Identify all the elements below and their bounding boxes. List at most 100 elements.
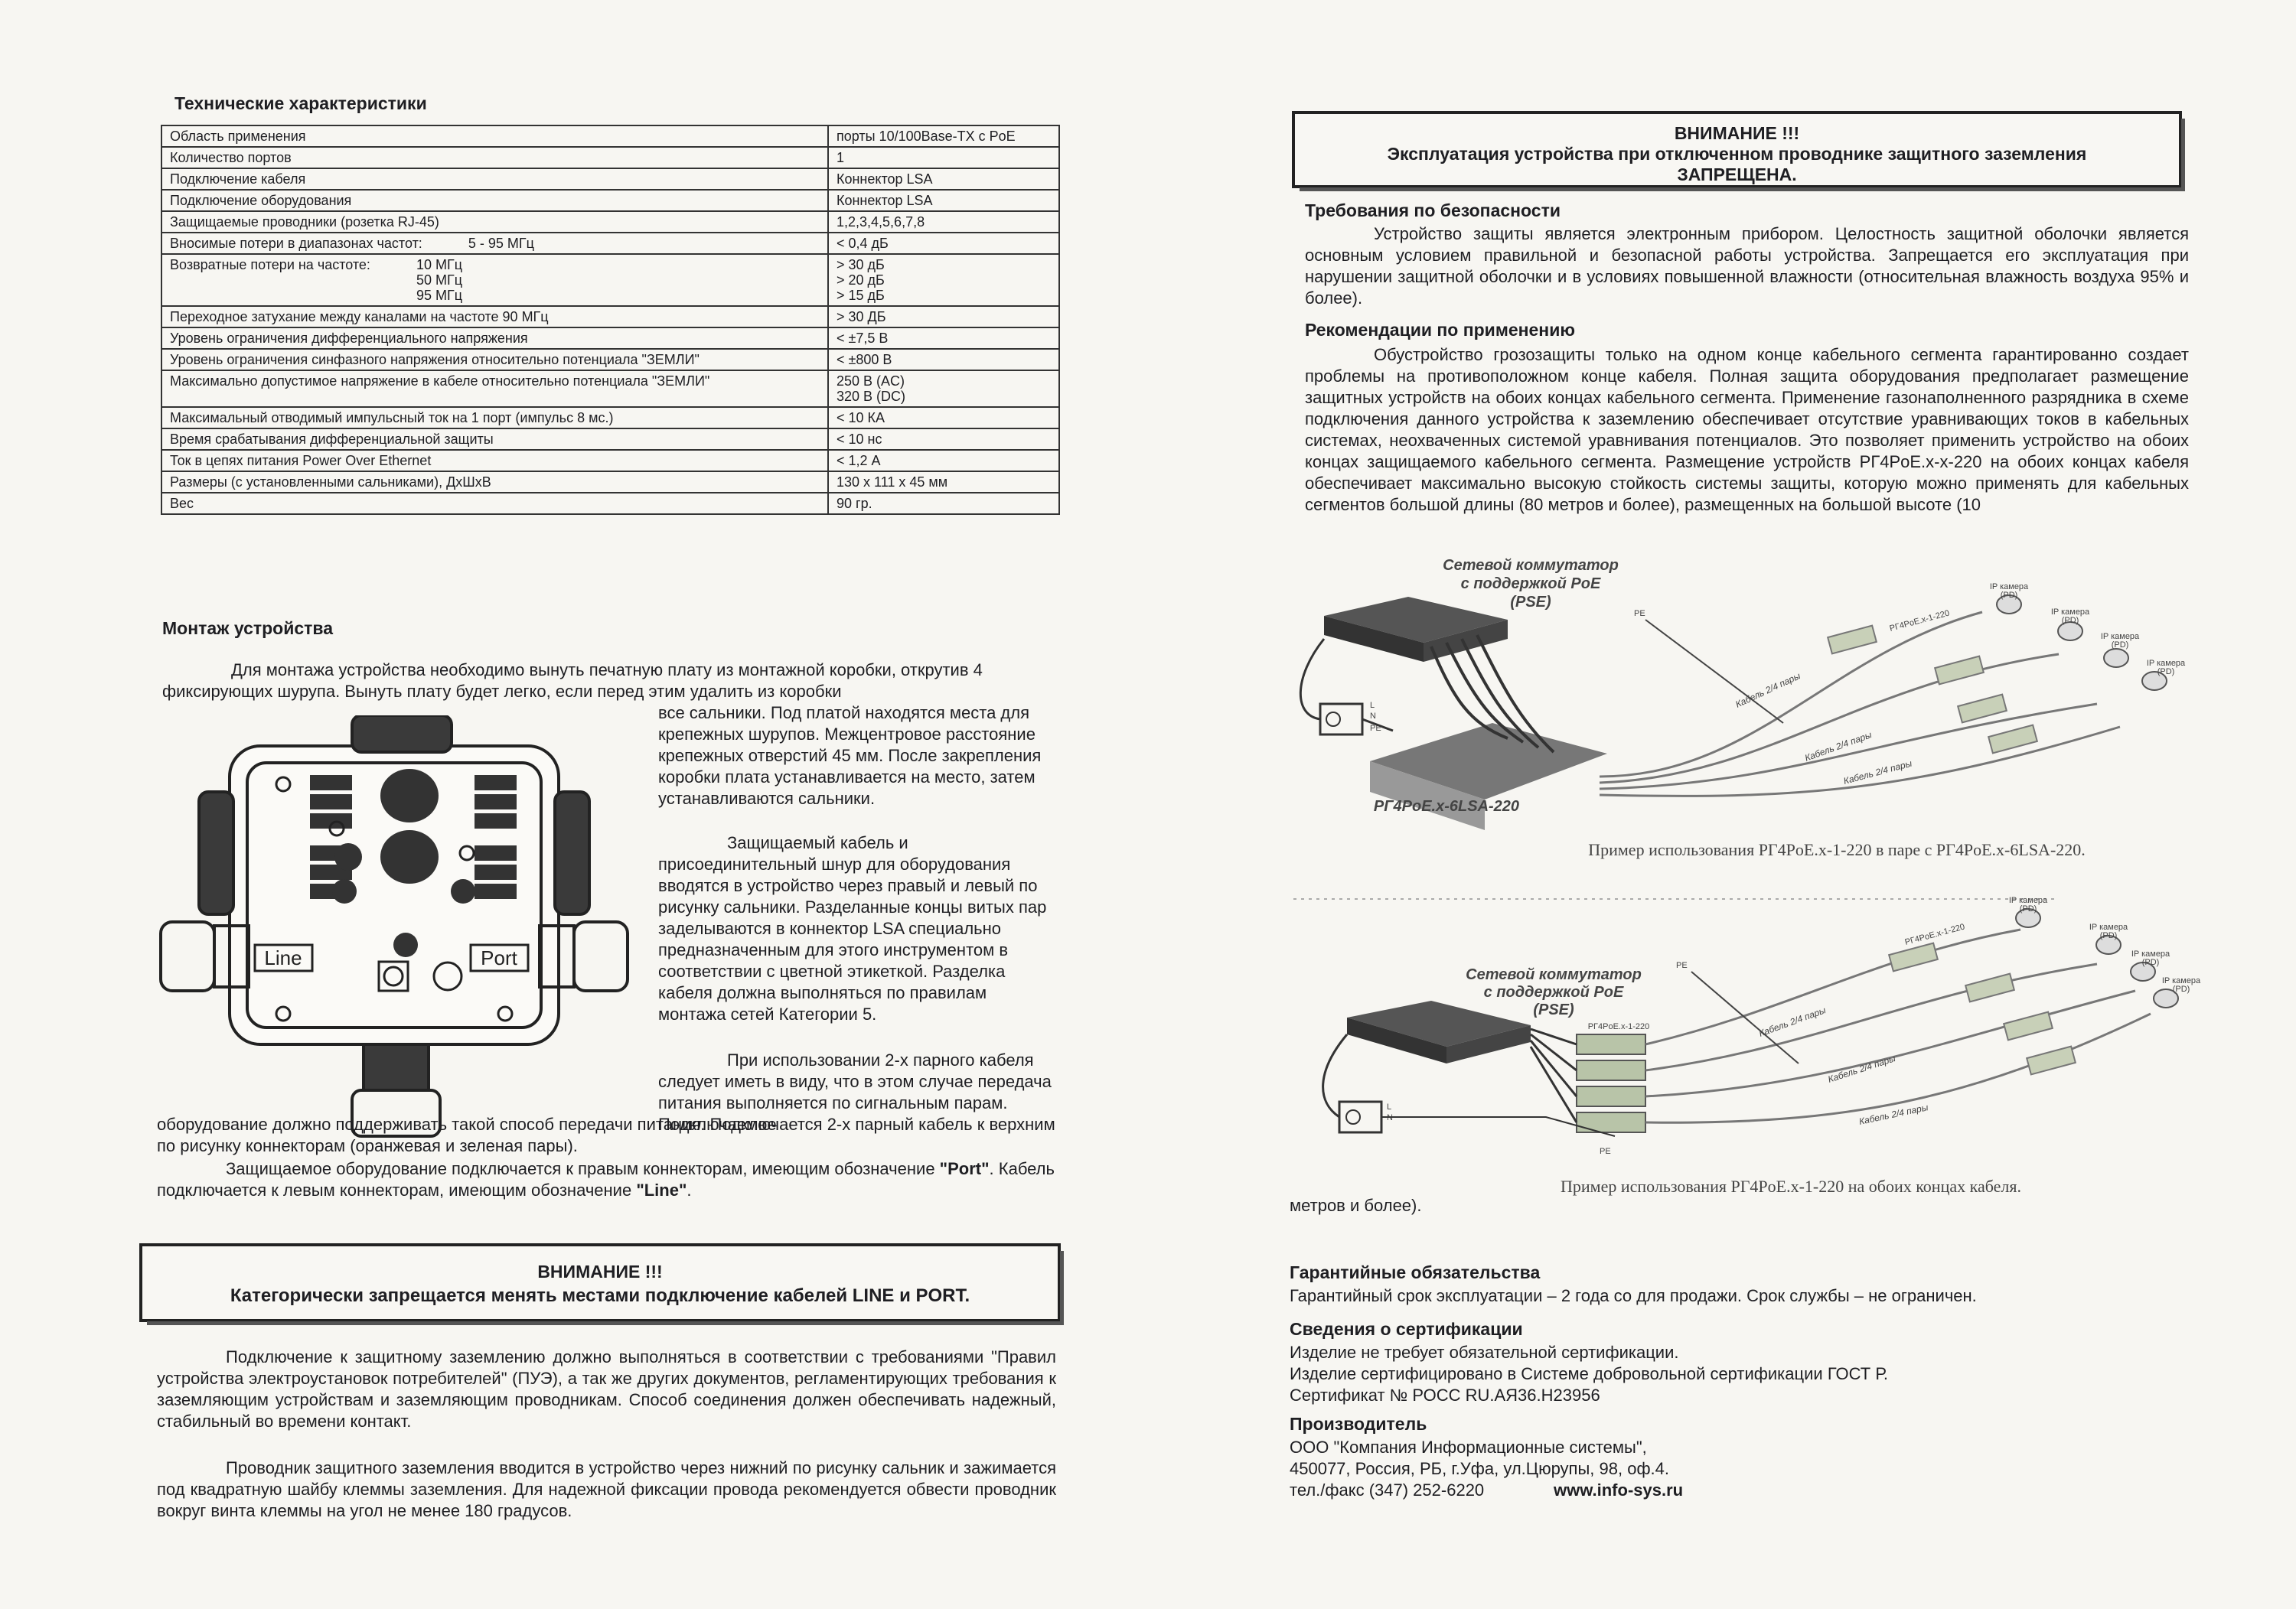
spec-row: Уровень ограничения дифференциального на… [161,327,1060,350]
d2-switch-label-3: (PSE) [1533,1002,1574,1018]
device-drawing: Line Port [159,715,629,1138]
warning-box-left: ВНИМАНИЕ !!! Категорически запрещается м… [139,1243,1064,1325]
svg-text:(PD): (PD) [2100,931,2118,940]
spec-value: порты 10/100Base-TX с PoE [827,125,1060,148]
svg-text:Кабель 2/4 пары: Кабель 2/4 пары [1858,1102,1929,1127]
svg-text:N: N [1370,712,1376,721]
spec-value: < ±7,5 В [827,327,1060,350]
mount-port-text: Защищаемое оборудование подключается к п… [157,1159,1055,1200]
spec-name: Ток в цепях питания Power Over Ethernet [161,449,829,472]
spec-value: < 1,2 А [827,449,1060,472]
diagram-2: Сетевой коммутатор с поддержкой PoE (PSE… [1293,896,2201,1196]
svg-text:(PD): (PD) [2020,904,2037,914]
diagram-1: Сетевой коммутатор с поддержкой PoE (PSE… [1299,557,2186,859]
svg-text:IP камера: IP камера [2131,949,2170,959]
spec-value: < 10 КА [827,406,1060,429]
svg-text:IP камера: IP камера [2101,632,2140,641]
manufacturer-line-2: 450077, Россия, РБ, г.Уфа, ул.Цюрупы, 98… [1290,1459,1669,1478]
d2-switch-label-2: с поддержкой PoE [1484,984,1624,1001]
spec-value: > 30 дБ > 20 дБ > 15 дБ [827,253,1060,307]
spec-frequency: 10 МГц 50 МГц 95 МГц [416,257,463,303]
spec-row: Размеры (с установленными сальниками), Д… [161,471,1060,493]
spec-name: Уровень ограничения синфазного напряжени… [161,348,829,371]
certification-title: Сведения о сертификации [1290,1319,1523,1339]
spec-frequency: 5 - 95 МГц [468,236,534,251]
d1-switch-label-2: с поддержкой PoE [1461,575,1601,592]
svg-text:Кабель 2/4 пары: Кабель 2/4 пары [1803,729,1873,764]
manufacturer-phone: тел./факс (347) 252-6220 [1290,1480,1485,1500]
spec-value: 90 гр. [827,492,1060,515]
spec-name: Возвратные потери на частоте:10 МГц 50 М… [161,253,829,307]
port-label: Port [481,946,517,969]
spec-value: < 10 нс [827,428,1060,451]
specs-title: Технические характеристики [174,93,427,113]
spec-row: Время срабатывания дифференциальной защи… [161,428,1060,451]
warning-title-left: ВНИМАНИЕ !!! [537,1262,663,1282]
svg-text:IP камера: IP камера [1990,582,2029,591]
warning-box-right: ВНИМАНИЕ !!! Эксплуатация устройства при… [1292,111,2185,191]
svg-text:РГ4PoE.x-1-220: РГ4PoE.x-1-220 [1588,1022,1650,1031]
mount-title: Монтаж устройства [162,618,334,638]
mount-side-2: Защищаемый кабель и присоединительный шн… [658,833,1047,1024]
mount-side-3: При использовании 2-х парного кабеля сле… [658,1050,1052,1134]
spec-name: Количество портов [161,146,829,169]
spec-row: Защищаемые проводники (розетка RJ-45)1,2… [161,210,1060,233]
spec-name: Подключение оборудования [161,189,829,212]
svg-text:L: L [1387,1103,1391,1112]
svg-text:(PD): (PD) [2173,985,2190,994]
warranty-text: Гарантийный срок эксплуатации – 2 года с… [1290,1286,1977,1305]
spec-name: Максимальный отводимый импульсный ток на… [161,406,829,429]
certification-line-3: Сертификат № РОСС RU.АЯ36.Н23956 [1290,1386,1600,1405]
safety-title: Требования по безопасности [1305,200,1561,220]
recommendations-continuation: метров и более). [1290,1196,1422,1215]
mount-intro: Для монтажа устройства необходимо вынуть… [162,660,983,701]
d1-switch-label-3: (PSE) [1510,594,1551,611]
mount-side-1: все сальники. Под платой находятся места… [658,703,1042,808]
svg-text:Кабель 2/4 пары: Кабель 2/4 пары [1827,1053,1897,1085]
svg-text:(PD): (PD) [2062,616,2079,625]
spec-value: 130 х 111 х 45 мм [827,471,1060,493]
line-label-box [253,943,314,972]
spec-name: Время срабатывания дифференциальной защи… [161,428,829,451]
mount-tail: оборудование должно поддерживать такой с… [157,1115,1055,1155]
warning-title-right: ВНИМАНИЕ !!! [1674,123,1800,143]
spec-value: Коннектор LSA [827,189,1060,212]
spec-value: 250 В (AC) 320 В (DC) [827,370,1060,408]
svg-text:PE: PE [1634,609,1645,618]
spec-name: Подключение кабеля [161,168,829,191]
line-label: Line [264,946,302,969]
recommendations-text: Обустройство грозозащиты только на одном… [1305,345,2189,514]
manufacturer-line-1: ООО "Компания Информационные системы", [1290,1438,1647,1457]
d1-caption: Пример использования РГ4PoE.x-1-220 в па… [1588,840,2086,859]
spec-row: Вносимые потери в диапазонах частот:5 - … [161,232,1060,255]
spec-row: Переходное затухание между каналами на ч… [161,305,1060,328]
d2-switch-label-1: Сетевой коммутатор [1466,966,1642,983]
svg-text:(PD): (PD) [2157,667,2175,676]
svg-text:(PD): (PD) [2142,958,2160,967]
svg-text:Кабель 2/4 пары: Кабель 2/4 пары [1733,670,1802,710]
svg-text:РГ4PoE.x-1-220: РГ4PoE.x-1-220 [1889,608,1951,633]
manufacturer-title: Производитель [1290,1414,1427,1434]
spec-row: Уровень ограничения синфазного напряжени… [161,348,1060,371]
warranty-title: Гарантийные обязательства [1290,1262,1541,1282]
spec-name: Вес [161,492,829,515]
spec-name: Область применения [161,125,829,148]
spec-name: Вносимые потери в диапазонах частот:5 - … [161,232,829,255]
d1-panel-label: РГ4PoE.x-6LSA-220 [1374,798,1519,815]
svg-text:IP камера: IP камера [2162,976,2201,985]
manufacturer-website[interactable]: www.info-sys.ru [1554,1480,1684,1500]
d1-switch-label-1: Сетевой коммутатор [1443,557,1619,574]
spec-value: < ±800 В [827,348,1060,371]
svg-text:IP камера: IP камера [2009,896,2048,905]
svg-text:(PD): (PD) [2112,640,2129,650]
d2-caption: Пример использования РГ4PoE.x-1-220 на о… [1561,1177,2021,1196]
ground-paragraph-2: Проводник защитного заземления вводится … [157,1458,1056,1520]
svg-text:(PD): (PD) [2001,591,2018,600]
spec-name: Размеры (с установленными сальниками), Д… [161,471,829,493]
